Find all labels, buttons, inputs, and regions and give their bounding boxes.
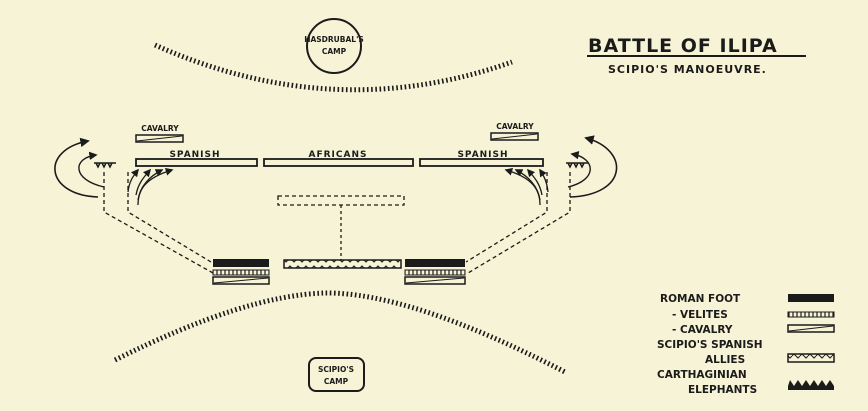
velites-right [404,269,466,276]
right-inner-arrow [567,150,591,188]
legend-roman-foot-label: ROMAN FOOT [660,293,741,305]
left-outer-arrow [54,137,99,198]
scipio-camp-label: SCIPIO'S [318,365,354,374]
northern-ridge [153,42,513,93]
spanish-allies-center [283,259,402,269]
legend-spanish-allies-swatch [787,353,835,363]
legend-elephants-swatch [788,380,834,390]
cavalry-right-label: CAVALRY [496,122,534,131]
cavalry-right [404,276,466,285]
legend-roman-foot-swatch [788,294,834,302]
legend-elephants-label-2: ELEPHANTS [688,384,757,396]
left-wing-attack-arrows [127,168,174,206]
carthaginian-cavalry-left: CAVALRY [135,124,184,143]
elephants-right [566,162,588,169]
roman-advance-paths [103,172,571,274]
right-wing-attack-arrows [504,168,549,206]
cavalry-left-label: CAVALRY [141,124,179,133]
legend-cavalry-label: - CAVALRY [672,324,733,336]
roman-foot-right [405,259,465,267]
velites-left [212,269,270,276]
roman-foot-left [213,259,269,267]
southern-ridge [113,290,567,375]
carthaginian-cavalry-right: CAVALRY [490,122,539,141]
legend-spanish-allies-label: SCIPIO'S SPANISH [657,339,763,351]
legend-cavalry-swatch [787,324,835,333]
legend-elephants-label: CARTHAGINIAN [657,369,747,381]
carthaginian-main-line: SPANISH AFRICANS SPANISH [135,150,544,167]
legend-velites-swatch [787,311,835,318]
legend: ROMAN FOOT - VELITES - CAVALRY SCIPIO'S … [657,293,835,396]
africans-label: AFRICANS [309,150,368,160]
roman-right-wing [404,259,466,285]
map-subtitle: SCIPIO'S MANOEUVRE. [608,63,767,76]
scipio-camp: SCIPIO'S CAMP [308,357,365,392]
elephants-left [94,162,116,169]
spanish-right-label: SPANISH [457,150,508,160]
roman-left-wing [212,259,270,285]
legend-velites-label: - VELITES [672,309,728,321]
legend-spanish-allies-label-2: ALLIES [705,354,745,366]
left-inner-arrow [78,151,105,188]
map-title: BATTLE OF ILIPA [588,35,778,57]
allies-original-position [277,195,405,206]
right-outer-arrow [569,135,618,198]
spanish-left-label: SPANISH [169,150,220,160]
scipio-camp-label-2: CAMP [324,377,349,386]
hasdrubal-camp-label-2: CAMP [322,47,347,56]
cavalry-left [212,276,270,285]
hasdrubal-camp: HASDRUBAL'S CAMP [304,18,364,74]
hasdrubal-camp-label: HASDRUBAL'S [304,35,364,44]
